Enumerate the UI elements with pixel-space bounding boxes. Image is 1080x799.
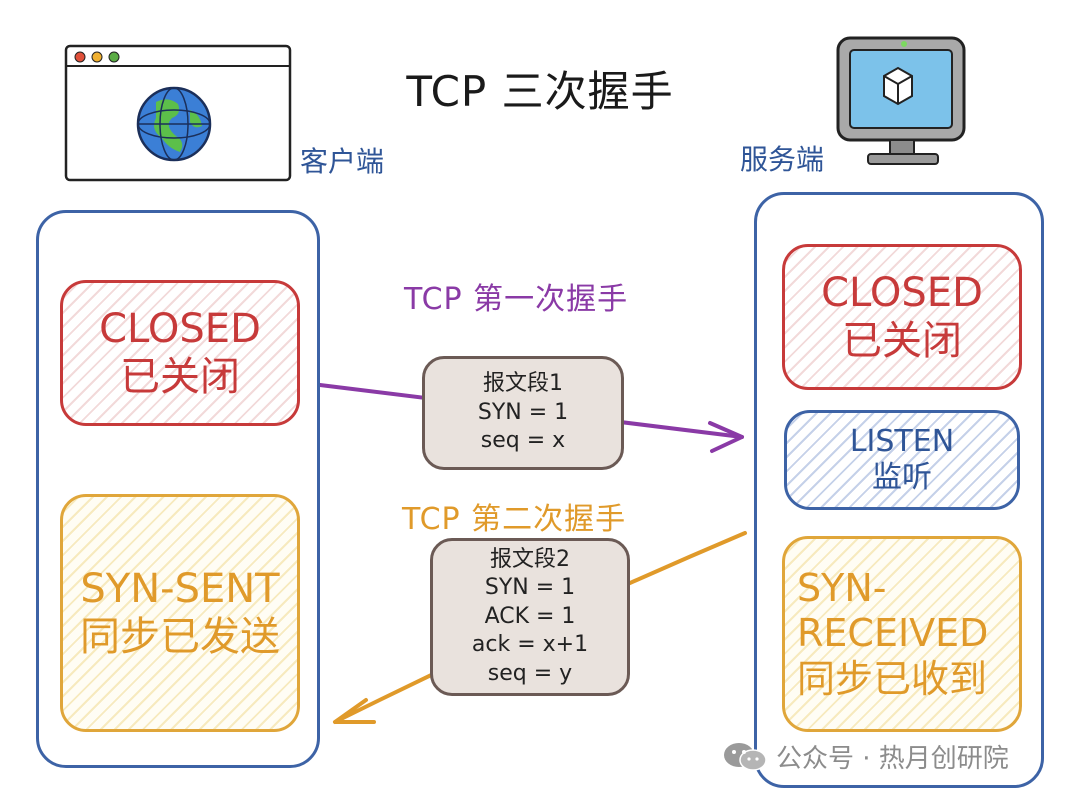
server-syn-received-zh: 同步已收到 <box>797 656 988 701</box>
client-closed-en: CLOSED <box>99 306 261 352</box>
handshake-2-arrowhead <box>333 698 376 724</box>
packet-2-line-4: ack = x+1 <box>471 632 589 658</box>
packet-1-line-1: 报文段1 <box>483 371 563 397</box>
handshake-1-arrowhead <box>708 421 744 453</box>
server-state-listen: LISTEN 监听 <box>784 410 1020 510</box>
client-syn-sent-en: SYN-SENT <box>80 566 280 612</box>
client-column <box>36 210 320 768</box>
server-syn-received-en-1: SYN- <box>797 565 887 610</box>
server-label: 服务端 <box>740 143 825 176</box>
packet-2-line-5: seq = y <box>487 660 573 686</box>
watermark: 公众号 · 热月创研院 <box>722 738 1009 775</box>
client-closed-zh: 已关闭 <box>120 354 240 400</box>
client-state-syn-sent: SYN-SENT 同步已发送 <box>60 494 300 732</box>
server-state-closed: CLOSED 已关闭 <box>782 244 1022 390</box>
server-listen-en: LISTEN <box>849 424 955 459</box>
packet-2-line-1: 报文段2 <box>490 546 570 572</box>
packet-1: 报文段1 SYN = 1 seq = x <box>422 356 624 470</box>
server-closed-zh: 已关闭 <box>842 318 962 364</box>
server-syn-received-en-2: RECEIVED <box>797 611 989 656</box>
browser-globe-icon <box>64 44 292 182</box>
watermark-text: 公众号 · 热月创研院 <box>776 744 1009 774</box>
packet-1-line-2: SYN = 1 <box>477 399 569 425</box>
client-label: 客户端 <box>300 145 385 178</box>
server-listen-zh: 监听 <box>872 460 932 495</box>
client-state-closed: CLOSED 已关闭 <box>60 280 300 426</box>
wechat-icon <box>724 742 767 771</box>
server-state-syn-received: SYN- RECEIVED 同步已收到 <box>782 536 1022 732</box>
server-column <box>754 192 1044 788</box>
handshake-2-label: TCP 第二次握手 <box>402 502 627 537</box>
client-syn-sent-zh: 同步已发送 <box>80 614 280 660</box>
packet-2-line-3: ACK = 1 <box>484 603 576 629</box>
monitor-icon <box>836 36 966 165</box>
packet-2: 报文段2 SYN = 1 ACK = 1 ack = x+1 seq = y <box>430 538 630 696</box>
handshake-1-label: TCP 第一次握手 <box>404 282 629 317</box>
server-closed-en: CLOSED <box>821 270 983 316</box>
diagram-title: TCP 三次握手 <box>406 67 674 116</box>
packet-2-line-2: SYN = 1 <box>484 575 576 601</box>
packet-1-line-3: seq = x <box>480 428 566 454</box>
